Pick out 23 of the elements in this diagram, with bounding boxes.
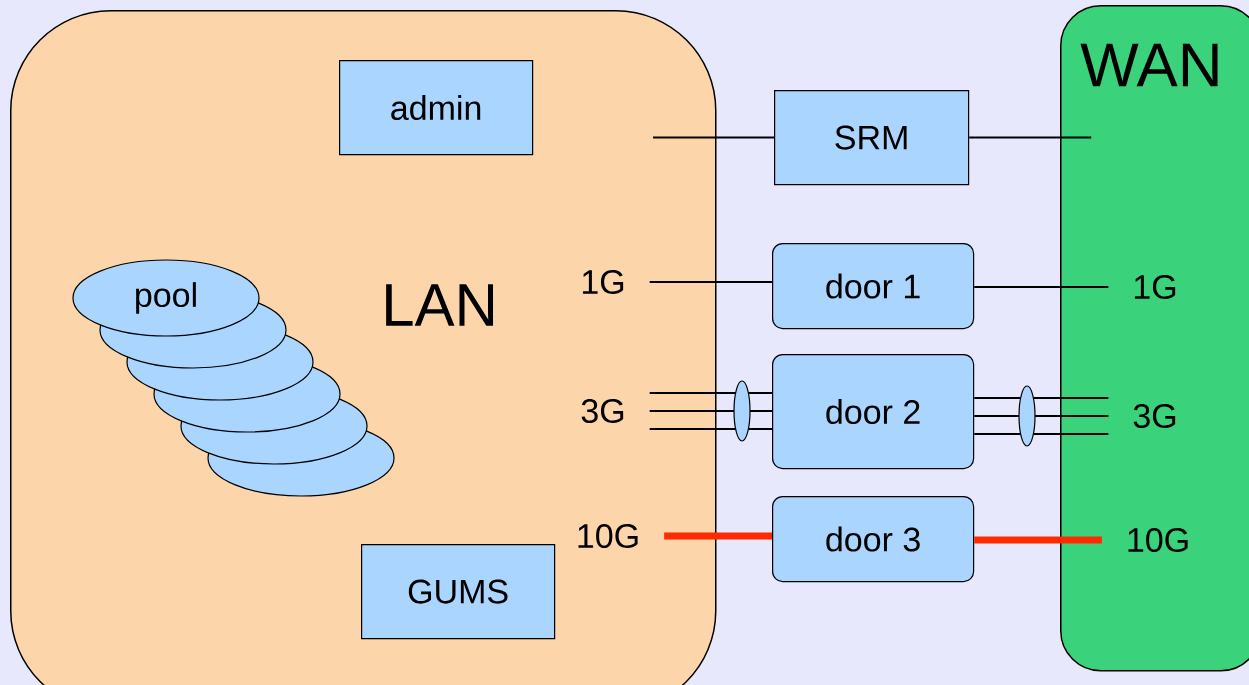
server-box: admin [339, 60, 534, 156]
connection-line [973, 415, 1110, 417]
speed-label: 1G [1134, 274, 1176, 300]
connection-line [648, 281, 773, 283]
connection-line [648, 428, 773, 430]
server-box: SRM [774, 90, 970, 186]
door-box: door 3 [772, 496, 975, 583]
connection-line [973, 397, 1110, 399]
speed-label: 3G [1133, 403, 1176, 429]
speed-label: 10G [578, 523, 638, 549]
connection-line [968, 136, 1093, 139]
door-box: door 1 [772, 243, 975, 330]
speed-label: 3G [581, 398, 624, 424]
connection-line [652, 136, 775, 139]
connection-line [973, 433, 1110, 435]
speed-label: 10G [1128, 527, 1188, 553]
connection-line [648, 410, 773, 412]
speed-label: 1G [582, 269, 624, 295]
connection-line [973, 286, 1110, 288]
connection-line [648, 392, 773, 394]
door-box: door 2 [772, 354, 975, 470]
node-label: pool [136, 282, 196, 314]
server-box: GUMS [361, 544, 556, 640]
